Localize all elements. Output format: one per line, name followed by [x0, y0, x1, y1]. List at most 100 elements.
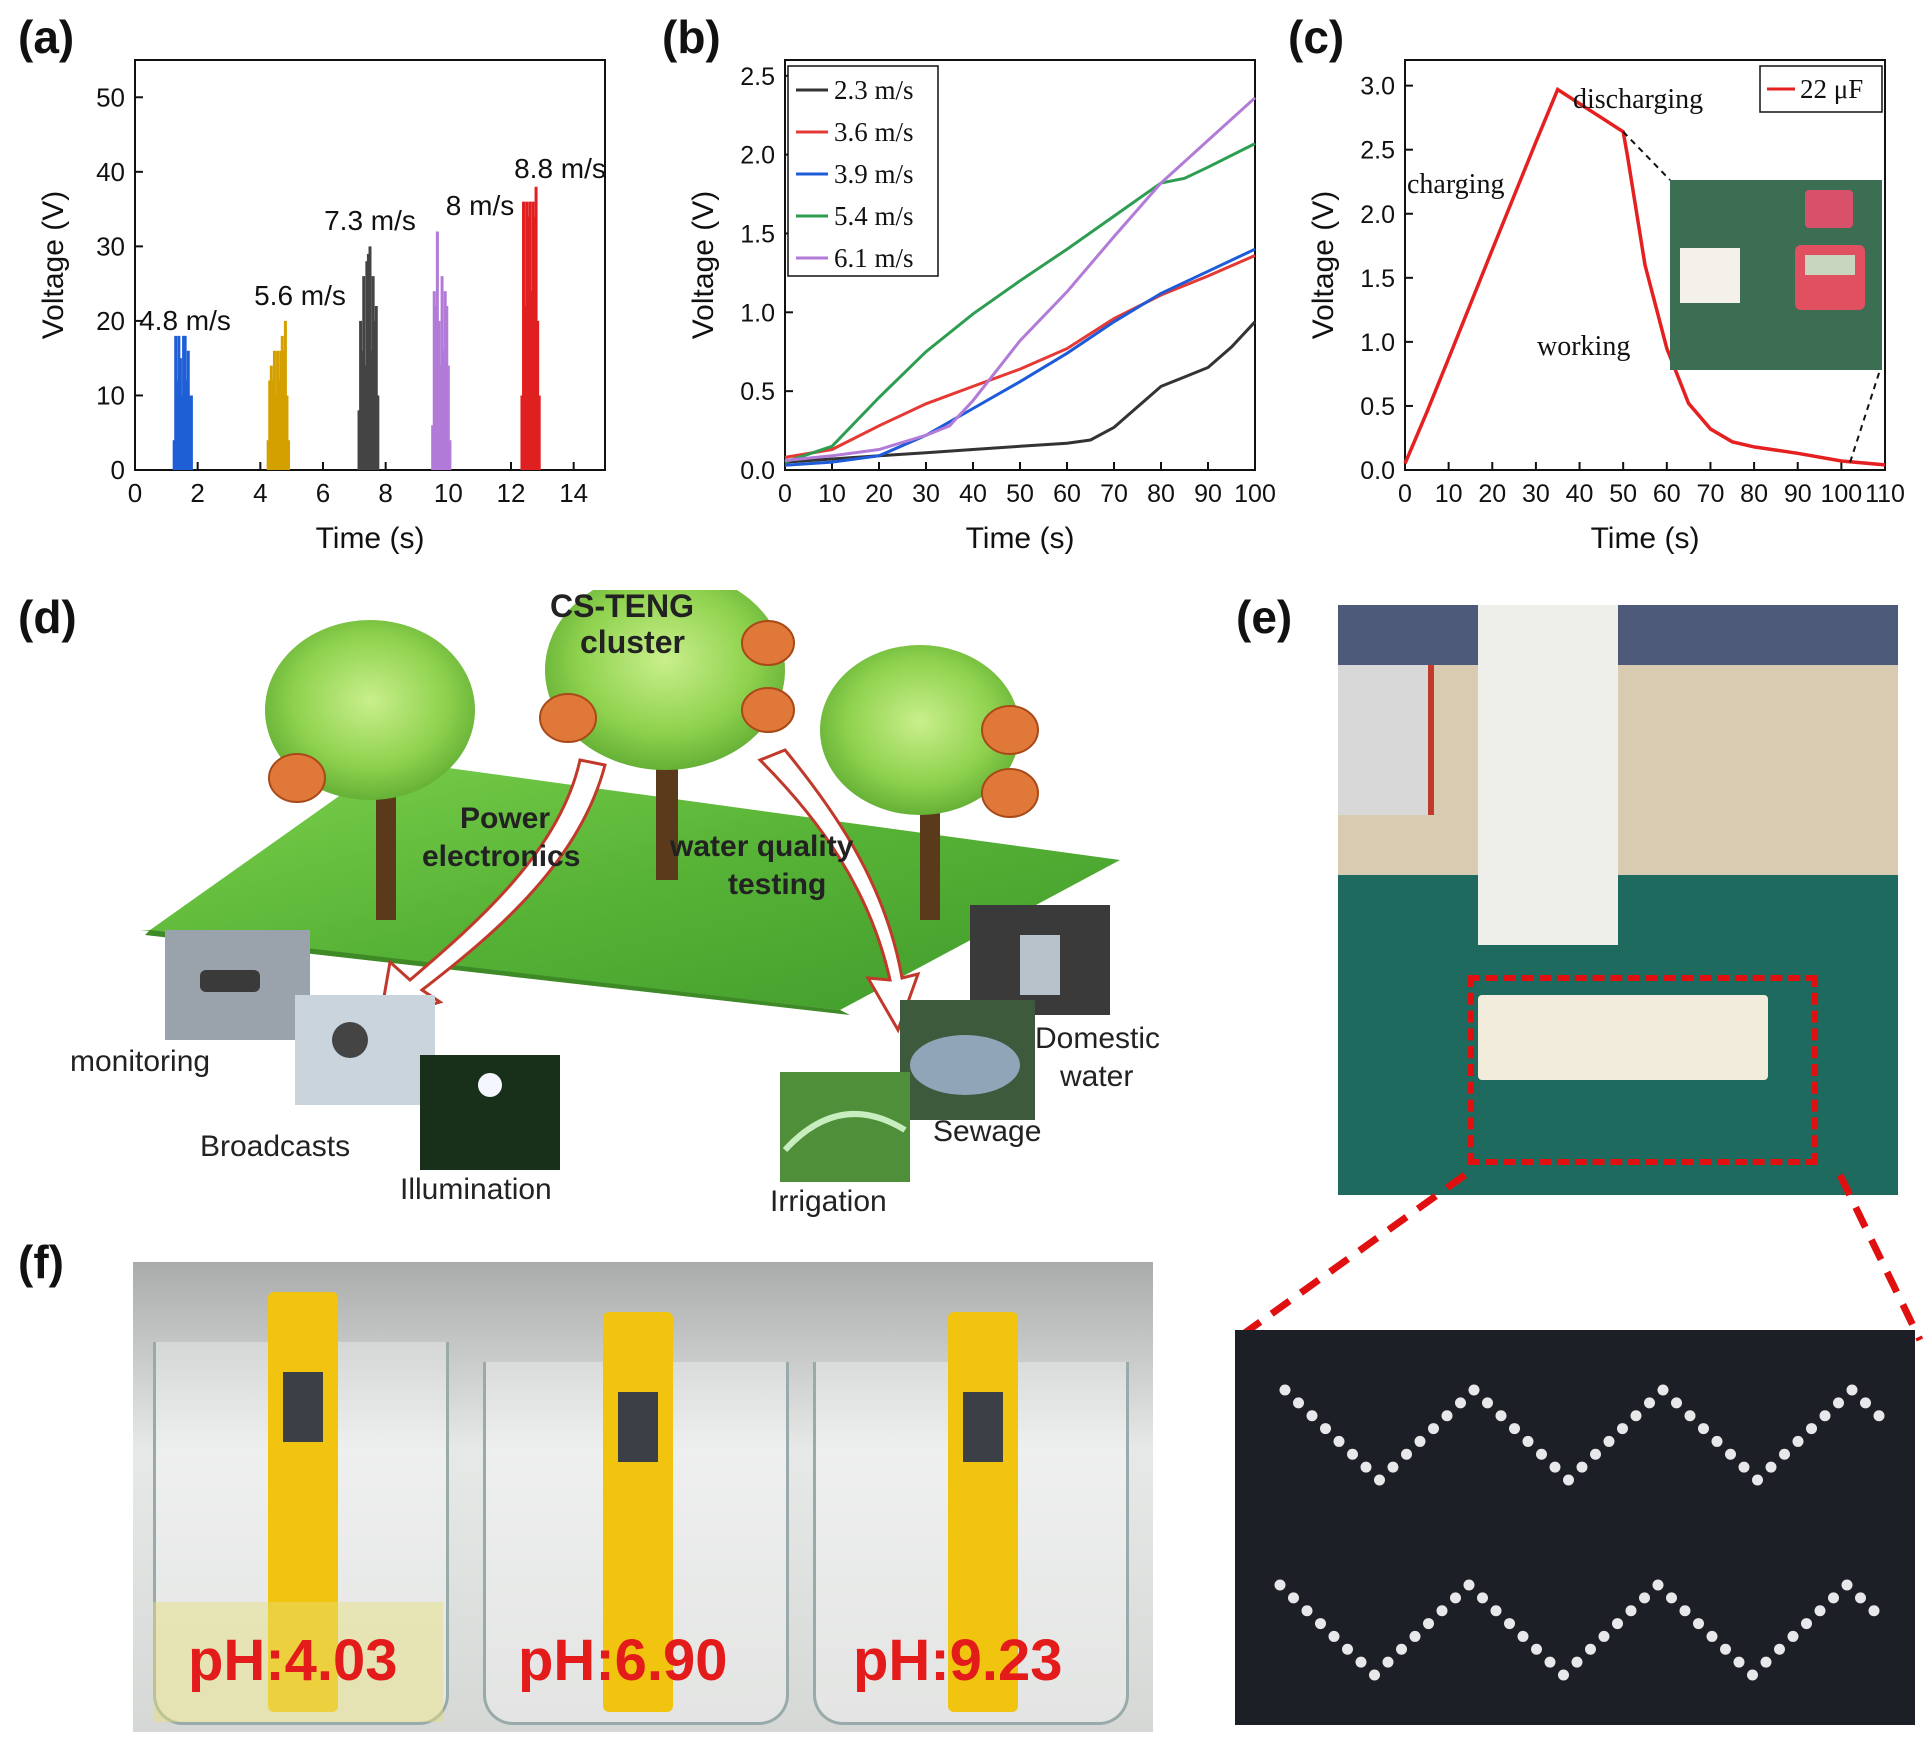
led-dot	[1342, 1643, 1353, 1655]
led-dot	[1585, 1643, 1596, 1655]
led-dot	[1590, 1448, 1601, 1460]
y-tick-label: 2.0	[740, 142, 775, 170]
y-tick-label: 1.0	[1360, 329, 1395, 357]
ph-meter-photo: pH:4.03 pH:6.90 pH:9.23	[133, 1262, 1153, 1732]
led-dot	[1720, 1643, 1731, 1655]
led-dot	[1598, 1630, 1610, 1642]
led-dot	[1549, 1461, 1561, 1473]
led-dot	[1760, 1656, 1772, 1668]
led-dot	[1625, 1605, 1637, 1617]
cluster-label-line1: CS-TENG	[550, 588, 694, 624]
legend-label: 3.9 m/s	[834, 159, 914, 189]
led-dot	[1576, 1461, 1588, 1473]
x-tick-label: 20	[1478, 480, 1506, 508]
annotation-working: working	[1537, 331, 1630, 362]
x-tick-label: 100	[1821, 480, 1863, 508]
inset-calculator	[1795, 245, 1865, 310]
x-tick-label: 14	[559, 478, 588, 508]
y-tick-label: 10	[96, 380, 125, 410]
x-tick-label: 50	[1609, 480, 1637, 508]
led-dot	[1679, 1605, 1691, 1617]
y-tick-label: 0	[111, 455, 125, 485]
x-tick-label: 0	[128, 478, 142, 508]
illumination-label: Illumination	[400, 1173, 552, 1206]
led-dot	[1301, 1605, 1313, 1617]
led-dot	[1833, 1397, 1844, 1409]
series-label: 5.6 m/s	[254, 280, 346, 311]
y-axis-label: Voltage (V)	[37, 191, 70, 339]
led-dot	[1644, 1397, 1655, 1409]
x-tick-label: 110	[1865, 480, 1905, 508]
y-tick-label: 1.0	[740, 299, 775, 327]
series-line	[784, 96, 1257, 462]
led-dot	[1409, 1630, 1421, 1642]
led-zoom-photo	[1235, 1330, 1915, 1725]
series-line	[784, 320, 1257, 464]
led-dot	[1558, 1669, 1569, 1681]
y-tick-label: 0.0	[740, 457, 775, 485]
highlight-box	[1468, 975, 1818, 1165]
led-dot	[1495, 1410, 1507, 1422]
led-dot	[1693, 1618, 1704, 1630]
led-dot	[1792, 1435, 1804, 1447]
led-dot	[1563, 1474, 1574, 1486]
sewage-label: Sewage	[933, 1115, 1042, 1148]
panel-d-scene	[140, 570, 1120, 1182]
x-axis-label: Time (s)	[1591, 522, 1700, 555]
y-tick-label: 0.5	[1360, 393, 1395, 421]
led-dot	[1320, 1423, 1331, 1435]
led-dot	[1369, 1669, 1380, 1681]
x-axis-label: Time (s)	[316, 522, 425, 555]
x-tick-label: 12	[497, 478, 526, 508]
panel-label-f: (f)	[18, 1236, 64, 1288]
monitoring-label: monitoring	[70, 1045, 211, 1078]
water-label-line1: water quality	[670, 830, 854, 863]
y-tick-label: 0.0	[1360, 457, 1395, 485]
power-label-line2: electronics	[422, 840, 581, 873]
led-dot	[1333, 1435, 1345, 1447]
x-tick-label: 60	[1653, 480, 1681, 508]
x-tick-label: 0	[778, 480, 792, 508]
led-dot	[1414, 1435, 1426, 1447]
led-dot	[1468, 1384, 1480, 1396]
legend	[787, 65, 939, 277]
series-label: 4.8 m/s	[139, 305, 231, 336]
y-axis-label: Voltage (V)	[687, 191, 720, 339]
x-axis-label: Time (s)	[966, 522, 1075, 555]
led-dot	[1666, 1592, 1677, 1604]
x-tick-label: 50	[1006, 480, 1034, 508]
x-tick-label: 70	[1697, 480, 1725, 508]
led-dot	[1617, 1423, 1628, 1435]
led-dot	[1288, 1592, 1299, 1604]
led-dot	[1873, 1410, 1885, 1422]
led-dot	[1293, 1397, 1304, 1409]
led-dot	[1360, 1461, 1372, 1473]
led-dot	[1801, 1618, 1812, 1630]
led-dot	[1671, 1397, 1682, 1409]
y-tick-label: 20	[96, 306, 125, 336]
led-dot	[1428, 1423, 1439, 1435]
broadcast-photo	[295, 995, 435, 1105]
series-label: 7.3 m/s	[324, 205, 416, 236]
y-tick-label: 1.5	[1360, 265, 1395, 293]
led-dot	[1374, 1474, 1385, 1486]
bar-series	[266, 320, 291, 470]
led-dot	[1441, 1410, 1453, 1422]
x-tick-label: 4	[253, 478, 267, 508]
led-dot	[1306, 1410, 1318, 1422]
led-dot	[1279, 1384, 1291, 1396]
led-dot	[1382, 1656, 1394, 1668]
series-line	[784, 254, 1256, 459]
series-line	[784, 247, 1256, 467]
irrigation-photo	[780, 1072, 910, 1182]
legend-label: 22 μF	[1800, 74, 1863, 104]
led-dot	[1396, 1643, 1407, 1655]
legend-label: 5.4 m/s	[834, 201, 914, 231]
led-dot	[1522, 1435, 1534, 1447]
panel-label-c: (c)	[1288, 11, 1345, 63]
led-dot	[1684, 1410, 1696, 1422]
y-tick-label: 1.5	[740, 220, 775, 248]
led-dot	[1315, 1618, 1326, 1630]
